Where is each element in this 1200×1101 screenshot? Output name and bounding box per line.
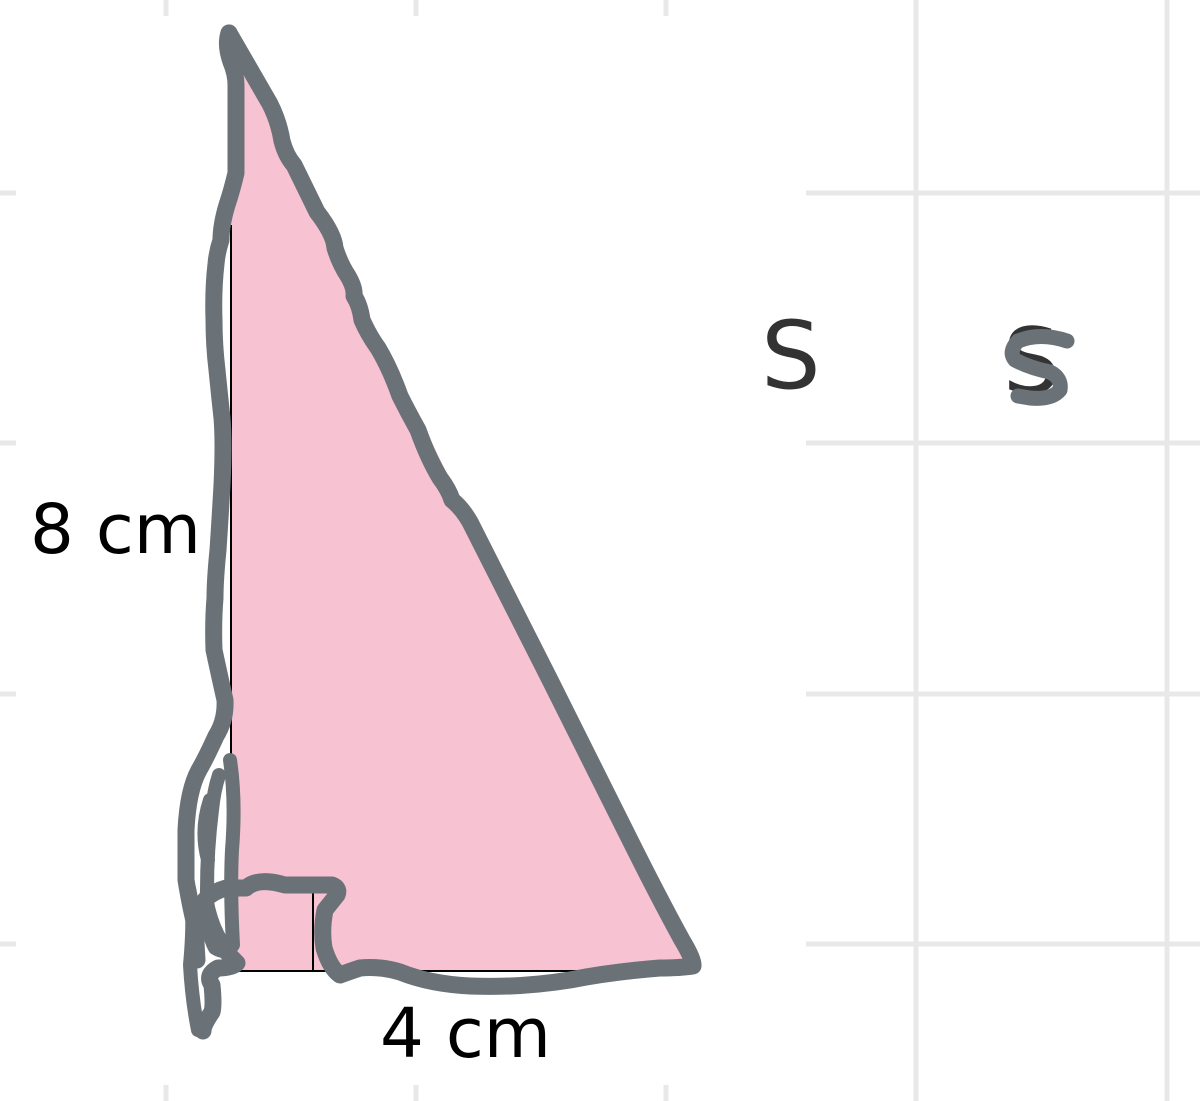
corner-tangle-scribble xyxy=(179,753,241,1037)
vertical-side-scribble xyxy=(177,24,245,969)
vertical-side-label: 8 cm xyxy=(30,490,201,570)
letter-s-plain: S xyxy=(761,302,821,411)
horizontal-side-label: 4 cm xyxy=(380,994,551,1074)
s-overlay-scribble xyxy=(1004,329,1075,406)
